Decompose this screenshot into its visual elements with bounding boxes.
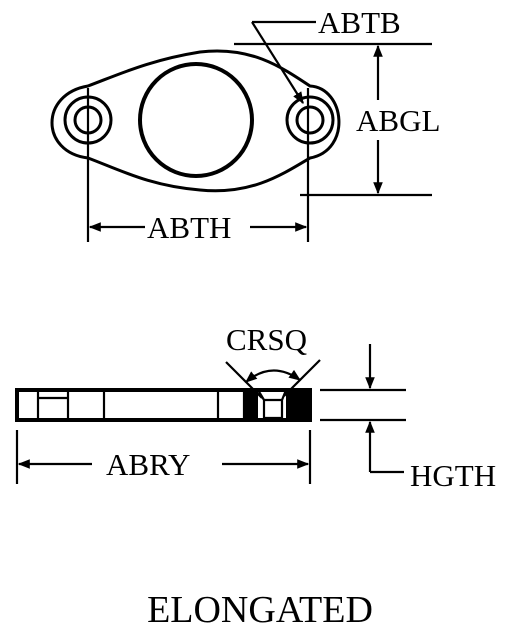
hgth-label: HGTH [410,458,496,493]
section-fill-left [244,390,258,420]
abgl-label: ABGL [356,103,440,138]
right-bolt-hole-outer [285,95,335,145]
crsq-arc [245,369,301,383]
flange-outline [50,49,341,193]
abth-label: ABTH [147,210,231,245]
center-bore [138,62,254,178]
abtb-leader-arrow [251,21,304,105]
countersink-hole [257,389,288,420]
plate-body [15,388,312,422]
crsq-line-left [225,361,263,399]
right-bolt-hole-inner [295,105,325,135]
abry-label: ABRY [106,447,190,482]
abtb-label: ABTB [318,5,401,40]
top-view: ABTB ABGL ABTH [50,5,440,245]
side-view: CRSQ ABRY HGTH [15,322,496,493]
section-fill-right [286,390,310,420]
crsq-line-right [283,359,321,397]
crsq-label: CRSQ [226,322,307,357]
diagram-title: ELONGATED [147,589,373,631]
